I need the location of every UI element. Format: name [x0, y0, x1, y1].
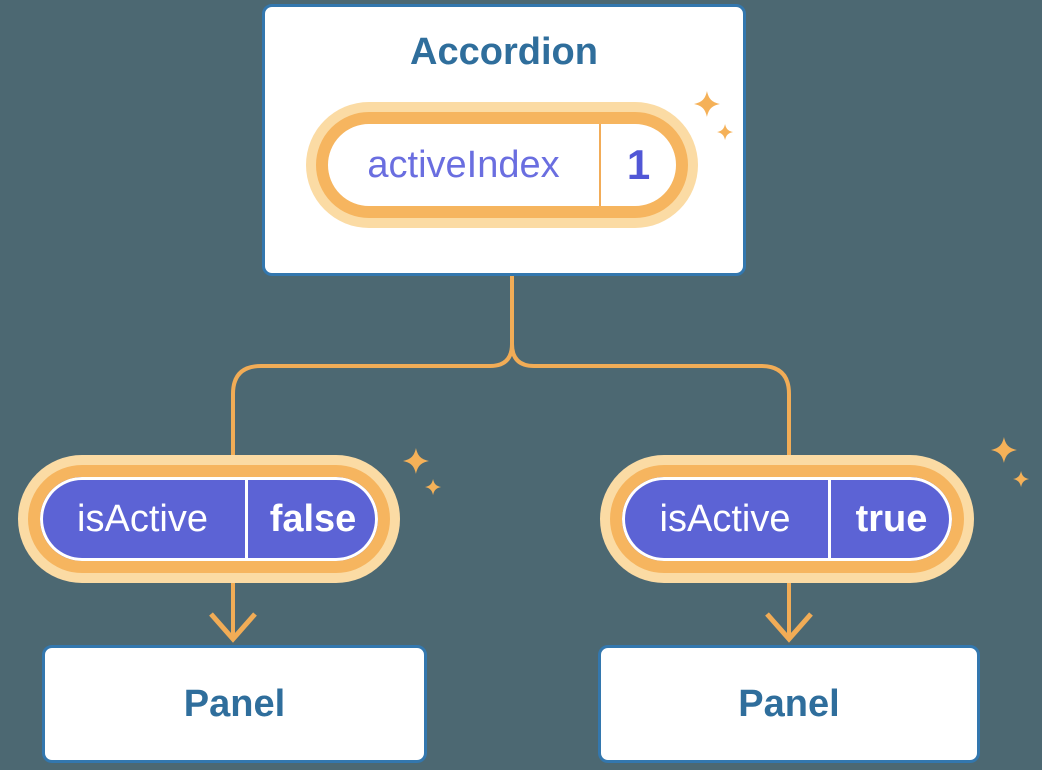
sparkle-icon: [717, 124, 734, 141]
state-pill-label: activeIndex: [367, 143, 560, 186]
prop-pill-label: isActive: [77, 497, 208, 540]
panel-node-right: Panel: [598, 645, 980, 763]
panel-node-left: Panel: [42, 645, 427, 763]
panel-node-title: Panel: [183, 682, 286, 725]
connector-branch-left: [231, 343, 514, 470]
arrowhead-down-icon: [765, 612, 813, 643]
pill-divider: [599, 124, 601, 206]
prop-pill-label: isActive: [659, 497, 791, 540]
panel-node-title: Panel: [738, 682, 840, 725]
pill-divider: [245, 477, 248, 561]
sparkle-icon: [425, 479, 442, 496]
pill-divider: [828, 477, 831, 561]
sparkle-icon: [1013, 471, 1030, 488]
state-pill-value: 1: [626, 141, 651, 188]
sparkle-icon: [991, 437, 1017, 463]
arrowhead-down-icon: [209, 612, 257, 643]
sparkle-icon: [694, 91, 720, 117]
sparkle-icon: [403, 448, 429, 474]
prop-pill-isactive-false: isActive false: [28, 465, 390, 573]
accordion-node-title: Accordion: [410, 31, 598, 73]
prop-pill-value: true: [855, 497, 928, 540]
prop-pill-value: false: [269, 497, 357, 540]
connector-branch-right: [510, 343, 791, 470]
